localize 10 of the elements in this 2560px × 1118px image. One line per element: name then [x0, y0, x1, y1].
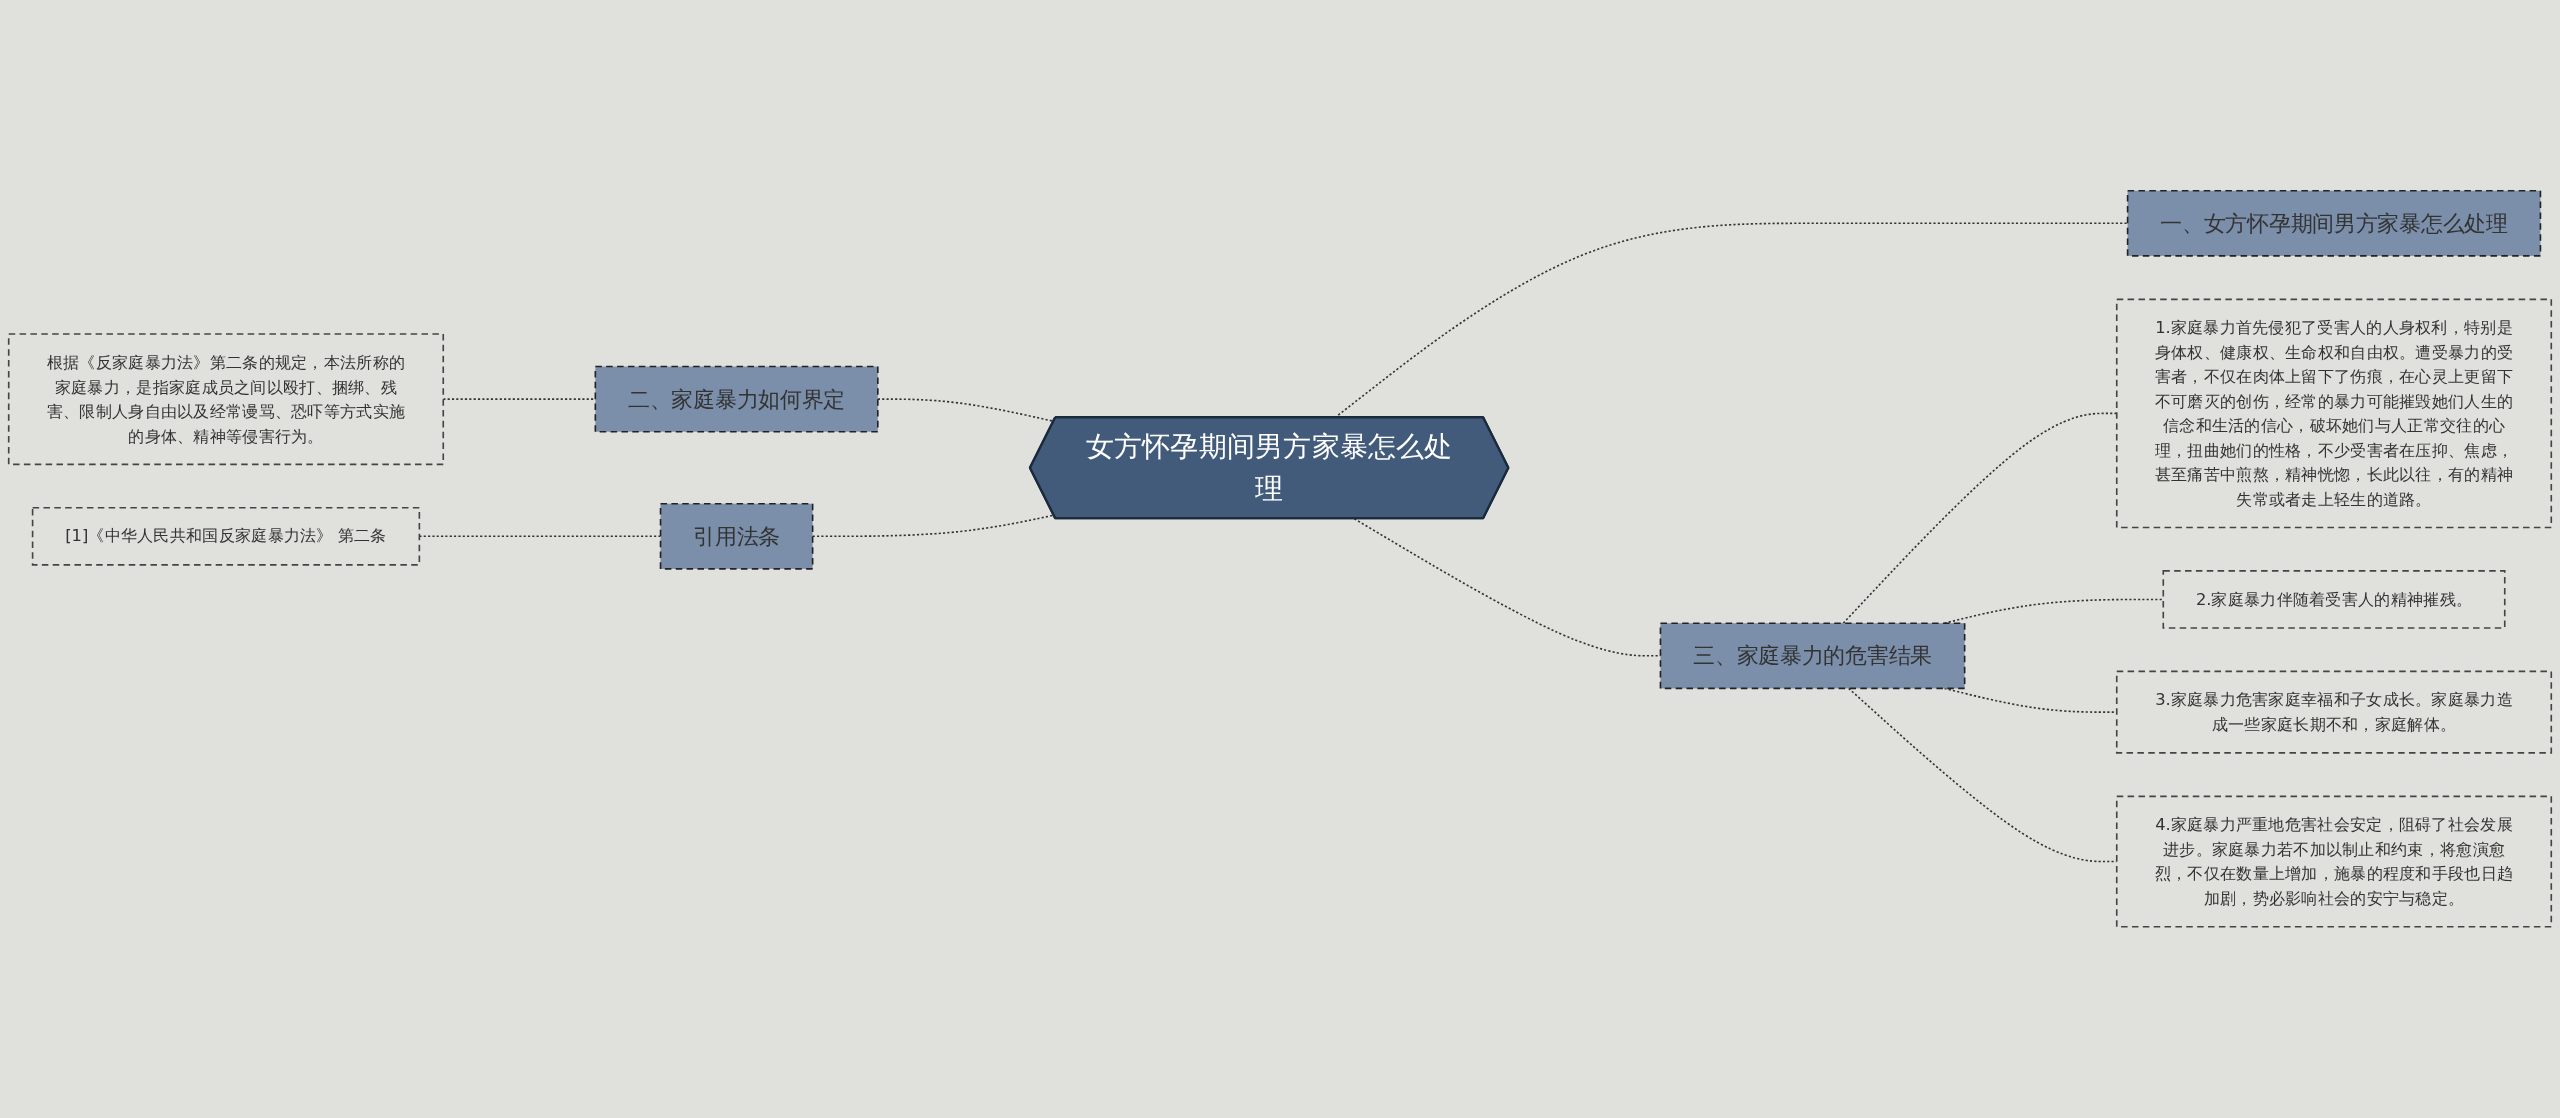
node-box: 引用法条 [659, 503, 814, 570]
node-box: 4.家庭暴力严重地危害社会安定，阻碍了社会发展进步。家庭暴力若不加以制止和约束，将愈演愈烈，不仅在数量上增加，施暴的程度和手段也日趋加剧，势必影响社会的安宁与稳定。 [2115, 795, 2553, 928]
node-box: [1]《中华人民共和国反家庭暴力法》 第二条 [31, 507, 421, 566]
node-box: 二、家庭暴力如何界定 [594, 366, 879, 433]
node-box: 1.家庭暴力首先侵犯了受害人的人身权利，特别是身体权、健康权、生命权和自由权。遭受暴力的受害者，不仅在肉体上留下了伤痕，在心灵上更留下不可磨灭的创伤，经常的暴力可能摧毁她们人生的信念和生活的信心，破坏她们与人正常交往的心理，扭曲她们的性格，不少受害者在压抑、焦虑，甚至痛苦中煎熬，精神恍惚，长此以往，有的精神失常或者走上轻生的道路。 [2115, 298, 2553, 529]
node-box: 根据《反家庭暴力法》第二条的规定，本法所称的家庭暴力，是指家庭成员之间以殴打、捆绑、残害、限制人身自由以及经常谩骂、恐吓等方式实施的身体、精神等侵害行为。 [7, 333, 445, 466]
node-box: 2.家庭暴力伴随着受害人的精神摧残。 [2162, 570, 2506, 630]
node-box: 3.家庭暴力危害家庭幸福和子女成长。家庭暴力造成一些家庭长期不和，家庭解体。 [2115, 670, 2553, 754]
node-box: 一、女方怀孕期间男方家暴怎么处理 [2126, 190, 2542, 257]
node-box: 三、家庭暴力的危害结果 [1659, 622, 1966, 690]
